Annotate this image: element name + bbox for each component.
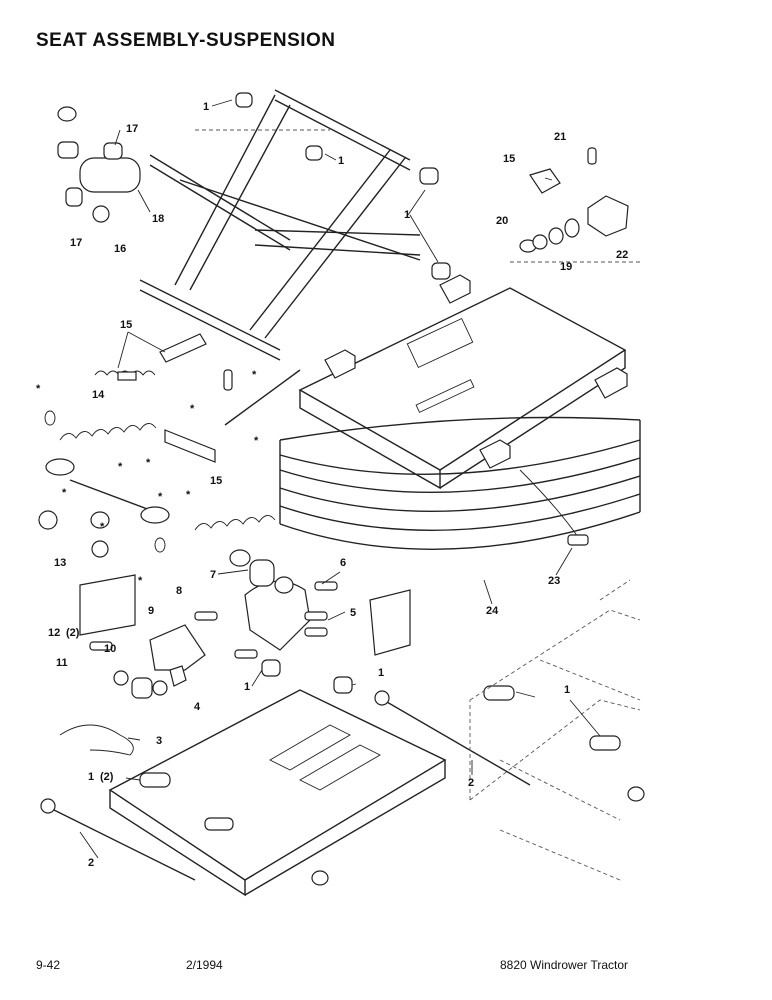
callout-12: 12 [48,627,60,639]
callout-21: 21 [554,131,566,143]
callout-5: 5 [350,607,356,619]
callout-1: 1 [88,771,94,783]
page-number: 9-42 [36,958,61,972]
svg-text:*: * [186,489,191,501]
callout-23: 23 [548,575,560,587]
leader-lines [79,99,601,859]
svg-text:*: * [36,383,41,395]
svg-text:*: * [118,461,123,473]
scissor-frame [139,89,421,361]
callout-16: 16 [114,243,126,255]
callout-2: 2 [88,857,94,869]
callout-17: 17 [70,237,82,249]
svg-text:*: * [62,487,67,499]
callout-14: 14 [92,389,105,401]
callout-4: 4 [194,701,201,713]
callout-17: 17 [126,123,138,135]
pins-linkages [38,369,301,558]
springs [59,333,276,531]
star-markers: * * * * * * * * * * * [36,369,259,587]
svg-text:*: * [146,457,151,469]
callout-7: 7 [210,569,216,581]
callout-1: 1 [378,667,384,679]
callout-10: 10 [104,643,116,655]
page-title: SEAT ASSEMBLY-SUSPENSION [36,30,336,51]
adjustment-knob-assembly [510,147,640,263]
model-name: 8820 Windrower Tractor [500,958,629,972]
svg-text:*: * [252,369,257,381]
callout-15: 15 [503,153,515,165]
callout-12-qty: (2) [66,627,80,639]
callout-6: 6 [340,557,346,569]
exploded-parts-diagram: 1 1 17 18 17 16 1 21 15 20 19 22 15 14 1… [36,89,645,897]
callout-1: 1 [338,155,344,167]
callout-2: 2 [468,777,474,789]
callout-3: 3 [156,735,162,747]
callout-13: 13 [54,557,66,569]
callout-15: 15 [120,319,132,331]
seat-top-plate [298,274,628,490]
assembled-frame-ghost [469,579,645,881]
svg-text:*: * [138,575,143,587]
callout-1-qty: (2) [100,771,114,783]
callout-9: 9 [148,605,154,617]
callout-1: 1 [203,101,209,113]
publication-date: 2/1994 [186,958,223,972]
callout-1: 1 [404,209,410,221]
callout-18: 18 [152,213,164,225]
svg-text:*: * [158,491,163,503]
bushings [139,92,621,788]
callout-24: 24 [486,605,499,617]
callout-11: 11 [56,657,68,669]
callout-1: 1 [244,681,250,693]
callout-15: 15 [210,475,222,487]
callout-8: 8 [176,585,182,597]
callout-1: 1 [564,684,570,696]
callout-19: 19 [560,261,572,273]
svg-text:*: * [254,435,259,447]
shock-absorber [57,106,141,223]
svg-text:*: * [190,403,195,415]
svg-text:*: * [100,521,105,533]
callout-20: 20 [496,215,508,227]
seat-base-plate [40,689,531,897]
brackets [59,549,411,756]
bellows-cover [279,416,641,550]
callout-22: 22 [616,249,628,261]
